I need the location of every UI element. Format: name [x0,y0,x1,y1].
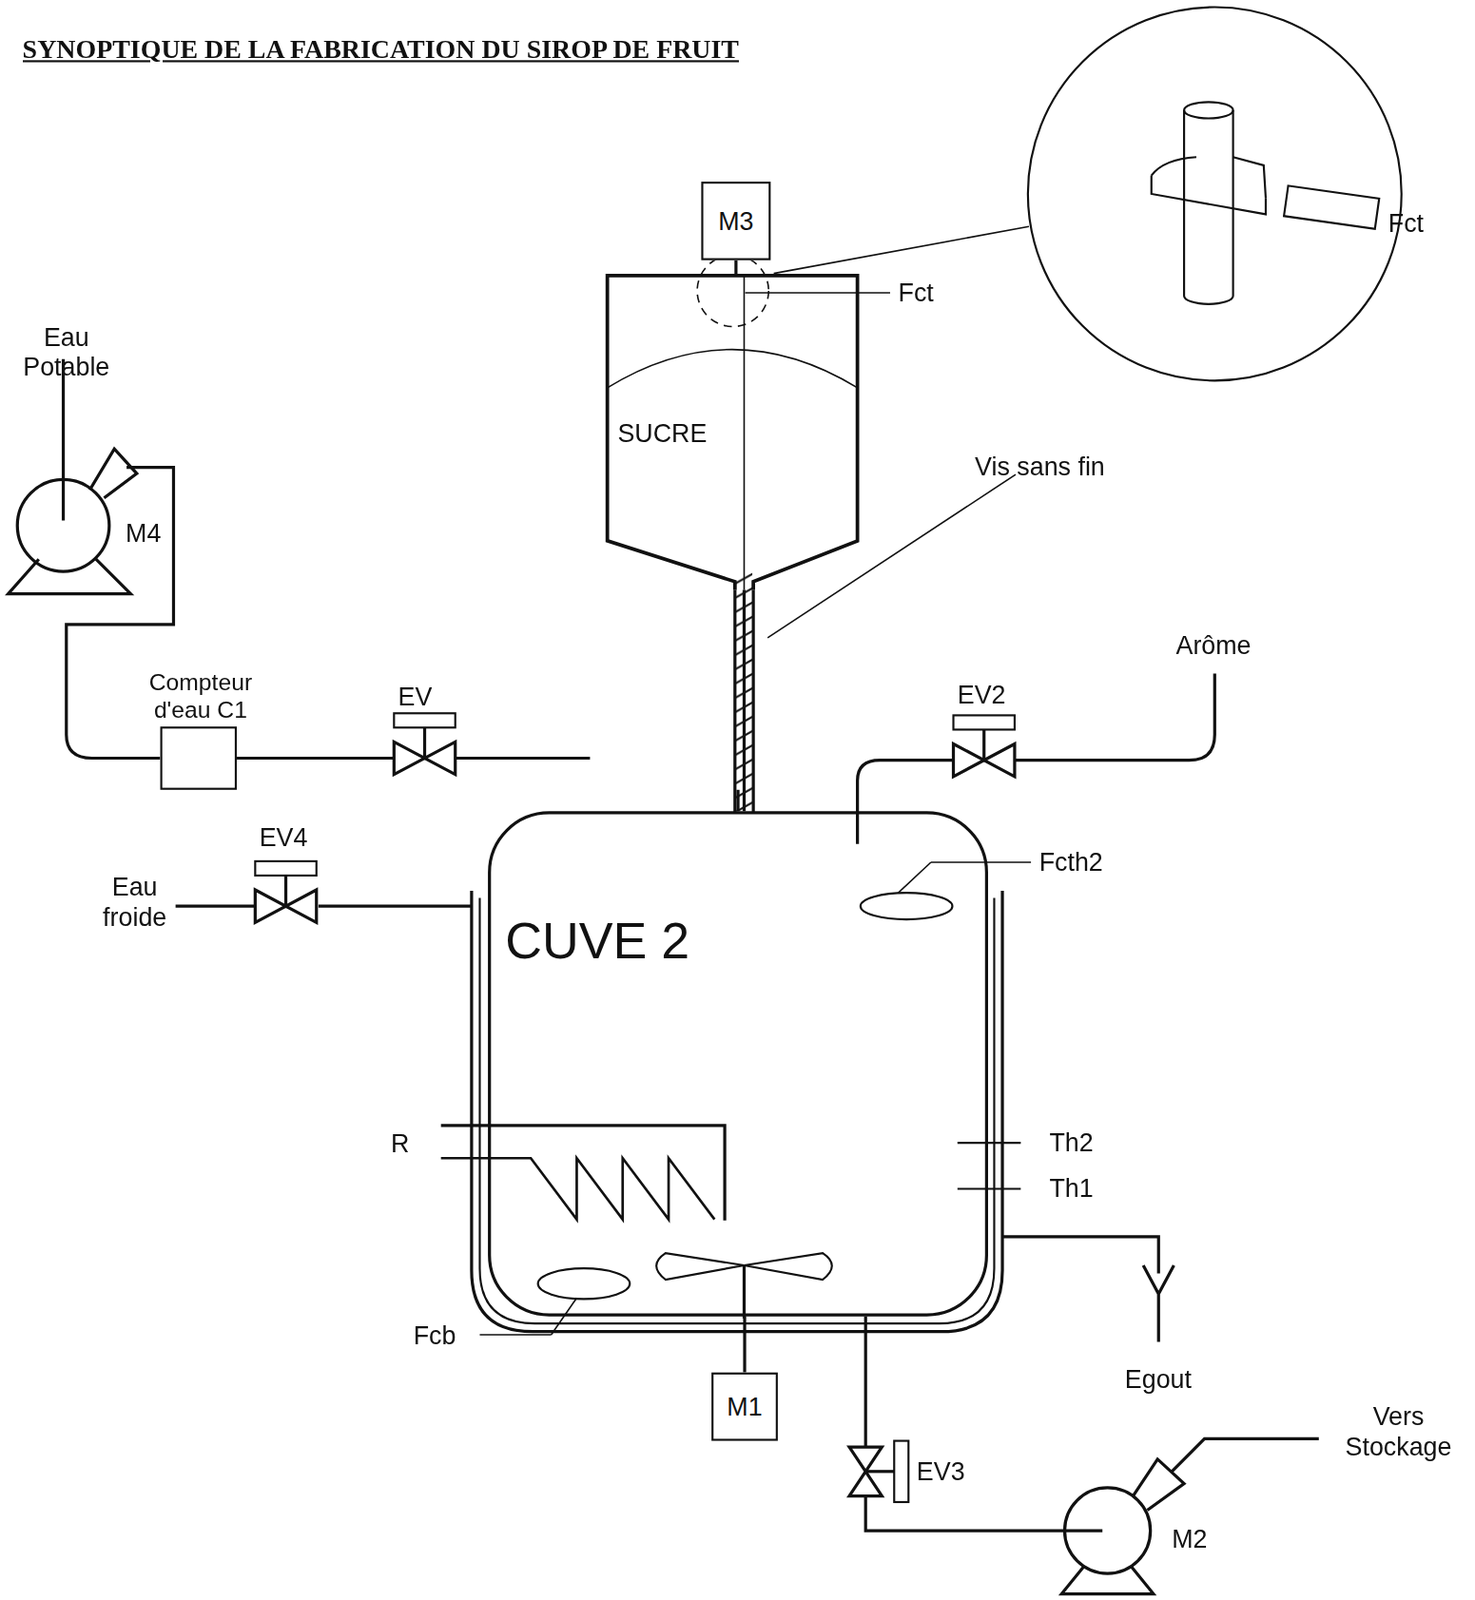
motor-label: M2 [1171,1525,1207,1555]
node-label: CUVE 2 [504,912,690,972]
sensor-label: Fcb [413,1320,457,1351]
diagram-title: SYNOPTIQUE DE LA FABRICATION DU SIROP DE… [22,34,739,65]
valve-symbol [849,1441,909,1503]
motor-box: M3 [700,181,771,261]
part-label: R [390,1128,409,1159]
node-label: SUCRE [617,418,707,448]
node-label: M3 [718,206,754,236]
fluid-label: Eau Potable [4,322,128,382]
valve-symbol [254,861,316,923]
node-label: M1 [726,1392,762,1422]
fluid-label: Eau froide [83,873,186,932]
part-label: Vis sans fin [974,451,1106,482]
pipe-connector [734,260,738,276]
motor-box: M1 [711,1373,778,1442]
valve-label: EV3 [916,1457,966,1488]
motor-label: M4 [125,518,161,548]
meter-box: Compteur d'eau C1 [160,726,238,791]
tank-vessel: CUVE 2 [487,811,989,1317]
meter-label: Compteur d'eau C1 [123,668,277,723]
sensor-label: Fct [898,277,934,308]
valve-label: EV2 [957,679,1007,710]
pipe-connector [736,790,739,813]
sensor-label: Fct [1388,208,1424,238]
sugar-hopper: SUCRE [607,275,858,591]
valve-symbol [953,715,1015,777]
sensor-label: Th1 [1048,1173,1093,1204]
valve-label: EV4 [259,822,309,853]
valve-label: EV [398,681,433,712]
fluid-label: Arôme [1176,630,1252,660]
fluid-label: Vers Stockage [1326,1402,1470,1462]
pipe-connector [742,1317,746,1374]
valve-symbol [393,713,455,775]
fluid-label: Egout [1125,1364,1192,1395]
sensor-label: Fcth2 [1039,847,1104,877]
sensor-label: Th2 [1048,1127,1093,1158]
pipe-connector [742,589,746,812]
